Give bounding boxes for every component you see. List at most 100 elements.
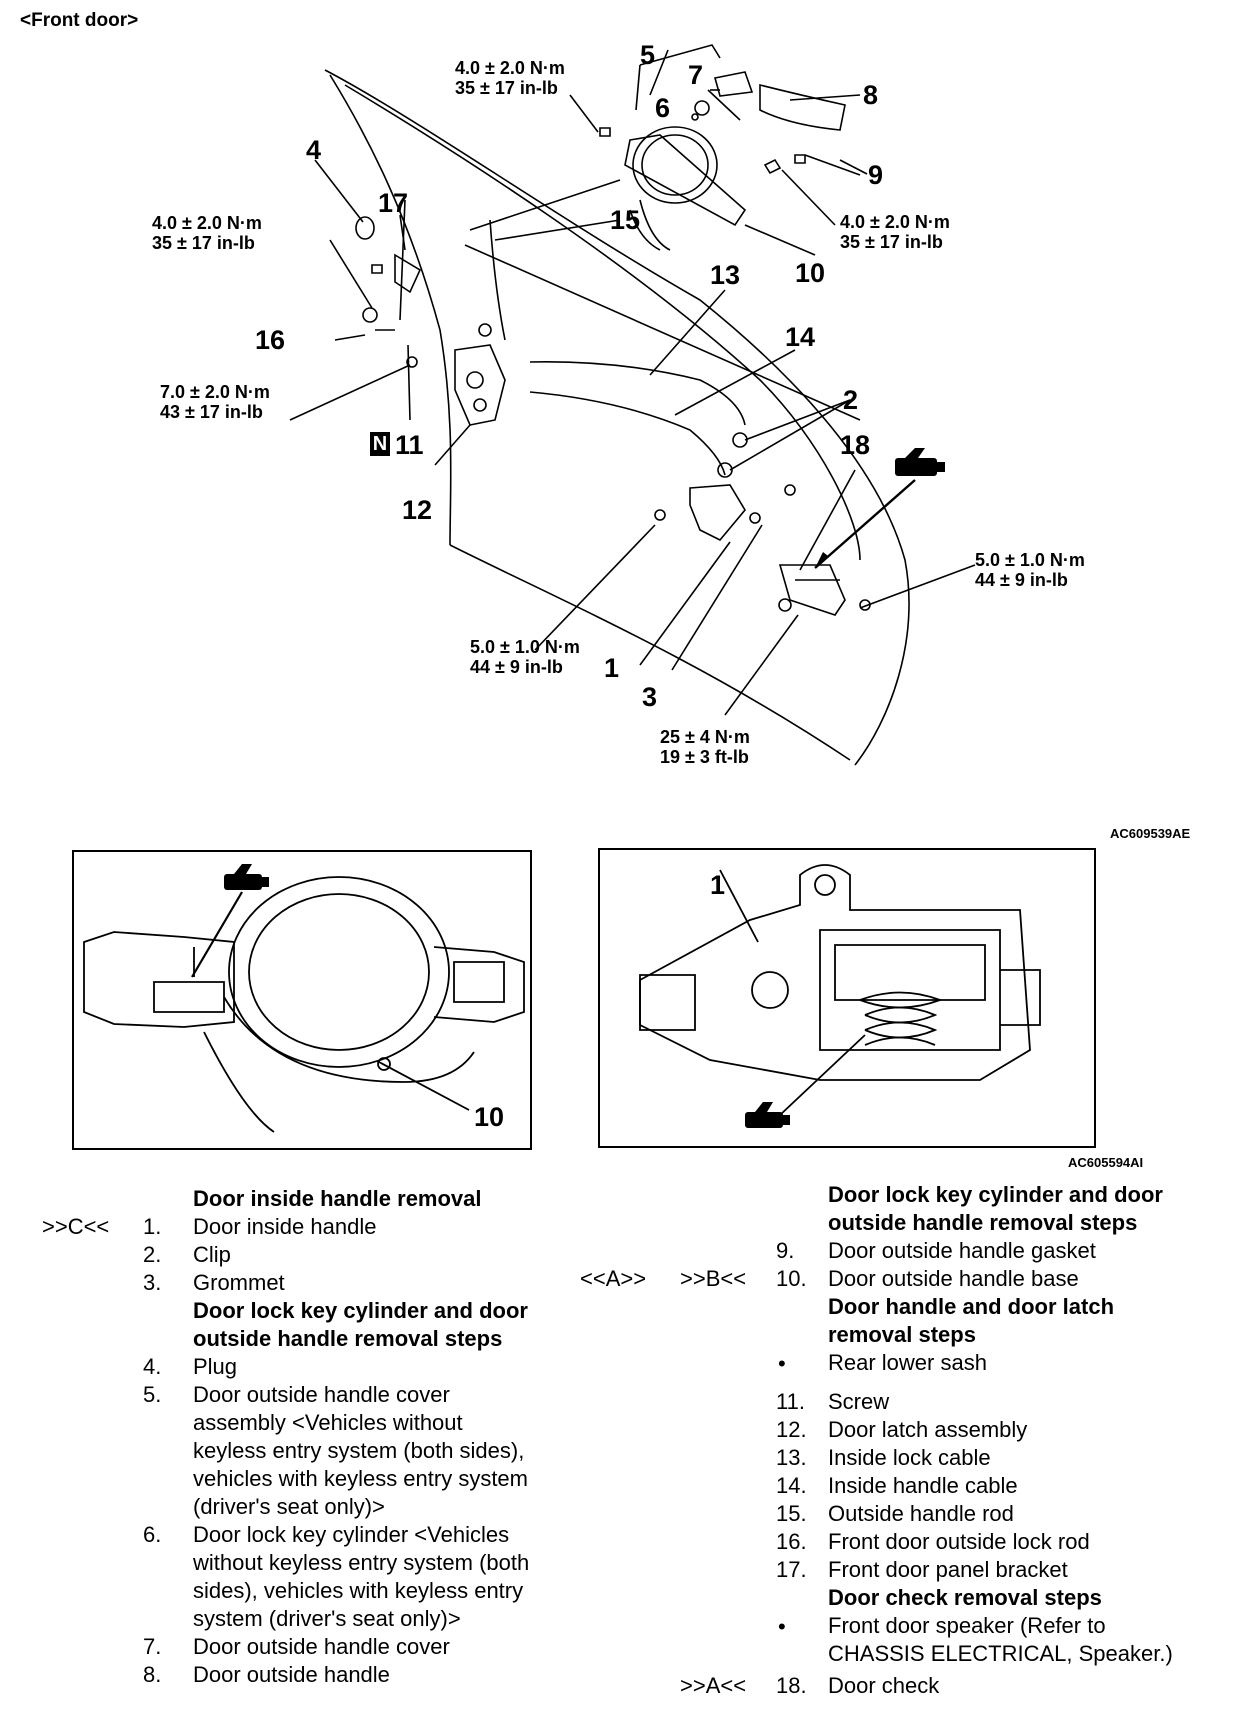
list-item-cont: without keyless entry system (both [193, 1550, 530, 1575]
left-parts-list: Door inside handle removal >>C<< 1. Door… [0, 0, 620, 1724]
torque-label-5: 5.0 ± 1.0 N·m 44 ± 9 in-lb [975, 550, 1085, 590]
list-item-num: 9. [776, 1238, 795, 1263]
torque-nm: 5.0 ± 1.0 N·m [975, 550, 1085, 570]
list-item-num: 17. [776, 1557, 807, 1582]
inside-lock-cable [529, 361, 746, 426]
list-item-num: 8. [143, 1662, 162, 1687]
callout-15: 15 [610, 205, 641, 235]
list-item: Door outside handle [193, 1662, 390, 1687]
front-door-exploded-diagram [289, 44, 976, 766]
list-item: Grommet [193, 1270, 285, 1295]
plug [355, 216, 375, 240]
callout-7: 7 [688, 60, 704, 90]
list-item: Inside handle cable [828, 1473, 1018, 1498]
heading-key-cylinder-2: outside handle removal steps [193, 1326, 503, 1351]
list-item: Front door outside lock rod [828, 1529, 1090, 1554]
torque-nm: 4.0 ± 2.0 N·m [152, 213, 262, 233]
detail-code: AC605594AI [1068, 1155, 1144, 1170]
grease-icon [745, 1102, 790, 1128]
detail-callout-10: 10 [474, 1102, 505, 1132]
callout-18: 18 [840, 430, 871, 460]
list-item-num: 5. [143, 1382, 162, 1407]
list-item: Front door speaker (Refer to [828, 1613, 1106, 1638]
list-item-num: 18. [776, 1673, 807, 1698]
list-item-num: 2. [143, 1242, 162, 1267]
callout-9: 9 [868, 160, 884, 190]
list-item-num: 10. [776, 1266, 807, 1291]
list-item: Plug [193, 1354, 238, 1379]
torque-label-6: 5.0 ± 1.0 N·m 44 ± 9 in-lb [470, 637, 580, 677]
callout-10: 10 [795, 258, 826, 288]
list-item: Door check [828, 1673, 940, 1698]
diagram-code: AC609539AE [1110, 826, 1191, 841]
list-item: Door lock key cylinder <Vehicles [193, 1522, 510, 1547]
list-item-num: 12. [776, 1417, 807, 1442]
heading-key-cylinder-right-2: outside handle removal steps [828, 1210, 1138, 1235]
list-item: Clip [193, 1242, 231, 1267]
list-item-cont: system (driver's seat only)> [193, 1606, 461, 1631]
page-title: <Front door> [20, 10, 139, 31]
torque-label-1: 4.0 ± 2.0 N·m 35 ± 17 in-lb [455, 58, 565, 98]
heading-door-check: Door check removal steps [828, 1585, 1102, 1610]
list-item: Door outside handle base [828, 1266, 1079, 1291]
handle-base-ring [632, 126, 718, 204]
list-item-num: 13. [776, 1445, 807, 1470]
torque-nm: 4.0 ± 2.0 N·m [455, 58, 565, 78]
list-item-cont: assembly <Vehicles without [193, 1410, 463, 1435]
torque-nm: 5.0 ± 1.0 N·m [470, 637, 580, 657]
torque-in: 35 ± 17 in-lb [455, 78, 558, 98]
list-item-ref: >>A<< [680, 1673, 747, 1698]
door-outline [324, 69, 910, 766]
torque-in: 43 ± 17 in-lb [160, 402, 263, 422]
new-part-marker: N [370, 432, 390, 456]
list-item: Front door panel bracket [828, 1557, 1068, 1582]
inside-handle [689, 484, 746, 541]
inside-handle-detail [639, 864, 1041, 1128]
grease-icon [895, 448, 945, 476]
list-item: Door inside handle [193, 1214, 377, 1239]
heading-door-inside-handle: Door inside handle removal [193, 1186, 482, 1211]
list-item-cont: sides), vehicles with keyless entry [193, 1578, 524, 1603]
torque-in: 35 ± 17 in-lb [152, 233, 255, 253]
heading-key-cylinder-right: Door lock key cylinder and door [828, 1182, 1163, 1207]
detail-outside-handle-base: 10 [72, 850, 532, 1150]
list-item-num: 15. [776, 1501, 807, 1526]
list-item-ref: >>B<< [680, 1266, 747, 1291]
list-item: Inside lock cable [828, 1445, 991, 1470]
list-item: Screw [828, 1389, 890, 1414]
callout-3: 3 [642, 682, 658, 712]
inside-handle-cable [529, 391, 726, 476]
callout-17: 17 [378, 188, 409, 218]
list-item-ref: >>C<< [42, 1214, 110, 1239]
torque-in: 35 ± 17 in-lb [840, 232, 943, 252]
list-item: Door outside handle cover [193, 1382, 450, 1407]
bullet: • [778, 1351, 786, 1376]
callout-14: 14 [785, 322, 816, 352]
list-item: Rear lower sash [828, 1350, 987, 1375]
list-item-cont: keyless entry system (both sides), [193, 1438, 525, 1463]
callout-6: 6 [655, 93, 671, 123]
heading-latch-2: removal steps [828, 1322, 976, 1347]
callout-4: 4 [306, 135, 322, 165]
grease-icon [224, 864, 269, 890]
door-check [778, 564, 846, 616]
list-item-cont: vehicles with keyless entry system [193, 1466, 528, 1491]
torque-nm: 25 ± 4 N·m [660, 727, 750, 747]
detail-inside-handle: 1 [598, 848, 1096, 1148]
list-item-num: 11. [776, 1389, 805, 1414]
list-item-num: 7. [143, 1634, 162, 1659]
list-item: Door outside handle cover [193, 1634, 450, 1659]
torque-nm: 7.0 ± 2.0 N·m [160, 382, 270, 402]
list-item: Outside handle rod [828, 1501, 1014, 1526]
outside-handle [759, 83, 846, 131]
list-item-num: 3. [143, 1270, 162, 1295]
list-item: Door latch assembly [828, 1417, 1028, 1442]
callout-1: 1 [604, 653, 620, 683]
list-item: Door outside handle gasket [828, 1238, 1096, 1263]
torque-in: 19 ± 3 ft-lb [660, 747, 749, 767]
heading-key-cylinder: Door lock key cylinder and door [193, 1298, 528, 1323]
torque-label-3: 4.0 ± 2.0 N·m 35 ± 17 in-lb [840, 212, 950, 252]
callout-11: 11 [395, 430, 424, 460]
torque-in: 44 ± 9 in-lb [470, 657, 563, 677]
torque-in: 44 ± 9 in-lb [975, 570, 1068, 590]
